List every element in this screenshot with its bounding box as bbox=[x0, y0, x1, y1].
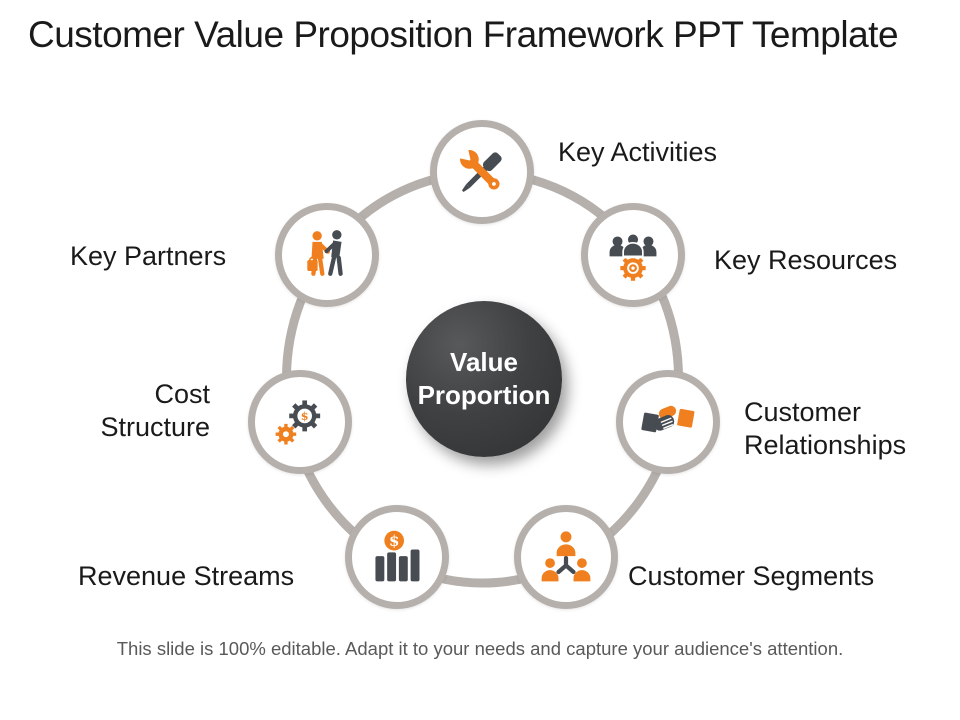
label-revenue-streams: Revenue Streams bbox=[78, 561, 295, 591]
label-key-activities: Key Activities bbox=[558, 137, 718, 167]
label-key-partners: Key Partners bbox=[70, 241, 227, 271]
center-value-proportion-circle: Value Proportion bbox=[406, 301, 562, 457]
bag bbox=[307, 260, 318, 271]
right-person bbox=[324, 230, 343, 276]
dollar-coin: $ bbox=[384, 530, 405, 551]
label-line: Relationships bbox=[744, 430, 907, 460]
team-gear-icon bbox=[608, 232, 658, 281]
label-customer-segments: Customer Segments bbox=[628, 561, 875, 591]
dollar-glyph: $ bbox=[301, 409, 309, 423]
node-revenue-streams: $ bbox=[345, 505, 449, 609]
large-gear: $ bbox=[289, 400, 321, 432]
partners-icon bbox=[307, 230, 343, 276]
bar-chart-dollar-icon: $ bbox=[375, 530, 420, 582]
right-person bbox=[573, 558, 591, 582]
footer-note: This slide is 100% editable. Adapt it to… bbox=[116, 638, 844, 659]
left-sleeve bbox=[641, 412, 659, 433]
slide-title: Customer Value Proposition Framework PPT… bbox=[28, 14, 899, 55]
tools-icon bbox=[454, 144, 502, 193]
node-key-partners bbox=[275, 203, 379, 307]
label-line: Cost bbox=[154, 379, 210, 409]
label-customer-relationships: Customer Relationships bbox=[744, 396, 906, 462]
gear bbox=[620, 255, 646, 281]
label-line: Customer bbox=[744, 397, 862, 427]
center-label-line2: Proportion bbox=[417, 380, 551, 410]
center-label-line1: Value bbox=[450, 347, 518, 377]
bag-handle bbox=[308, 256, 318, 261]
handshake-icon bbox=[641, 405, 695, 433]
bars bbox=[375, 549, 420, 582]
connector bbox=[556, 555, 576, 575]
gears-dollar-icon: $ bbox=[275, 400, 321, 445]
top-person bbox=[556, 531, 576, 557]
node-key-activities bbox=[430, 120, 534, 224]
node-customer-segments bbox=[514, 505, 618, 609]
label-cost-structure: Cost Structure bbox=[40, 378, 210, 444]
small-gear bbox=[275, 423, 297, 445]
people-group bbox=[609, 232, 657, 258]
label-key-resources: Key Resources bbox=[714, 245, 898, 275]
right-sleeve bbox=[677, 408, 695, 428]
node-key-resources bbox=[581, 203, 685, 307]
label-line: Structure bbox=[100, 412, 210, 442]
clasped-hands bbox=[653, 405, 677, 431]
node-cost-structure: $ bbox=[248, 370, 352, 474]
dollar-glyph: $ bbox=[389, 532, 399, 550]
left-person bbox=[307, 231, 330, 276]
wrench bbox=[454, 144, 500, 190]
node-customer-relationships bbox=[616, 370, 720, 474]
org-people-icon bbox=[541, 531, 591, 582]
left-person bbox=[541, 558, 559, 582]
